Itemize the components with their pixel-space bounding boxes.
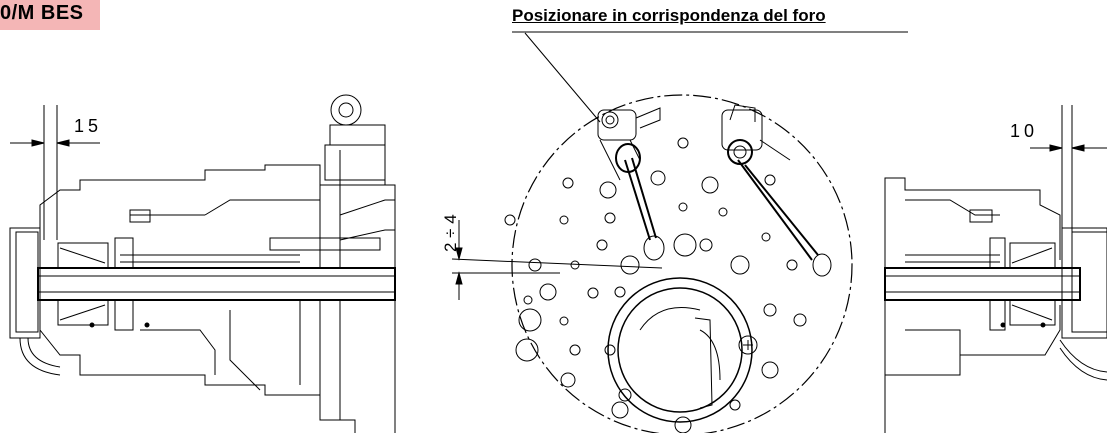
dashed-outer-circle	[511, 94, 853, 433]
right-arm	[721, 104, 832, 277]
left-arm	[597, 107, 665, 261]
center-dimension: 2 ÷ 4	[441, 214, 663, 300]
product-code-badge: 0/M BES	[0, 0, 100, 30]
callout-label: Posizionare in corrispondenza del foro	[512, 6, 826, 25]
hole-pattern	[504, 137, 807, 433]
left-dimension: 15	[10, 105, 102, 240]
center-front-view: 2 ÷ 4	[441, 31, 908, 433]
right-dimension-label: 10	[1010, 121, 1038, 141]
center-bore-outer	[607, 277, 753, 423]
right-dimension: 10	[1010, 105, 1107, 240]
callout-leader-line	[524, 32, 601, 123]
center-dimension-label: 2 ÷ 4	[441, 214, 460, 252]
left-dimension-label: 15	[74, 116, 102, 136]
left-side-view: 15	[9, 94, 396, 433]
right-side-view: 10	[884, 105, 1107, 433]
center-bore-inner	[617, 287, 743, 413]
product-code-text: 0/M BES	[0, 2, 84, 24]
cross-screw	[738, 335, 758, 355]
